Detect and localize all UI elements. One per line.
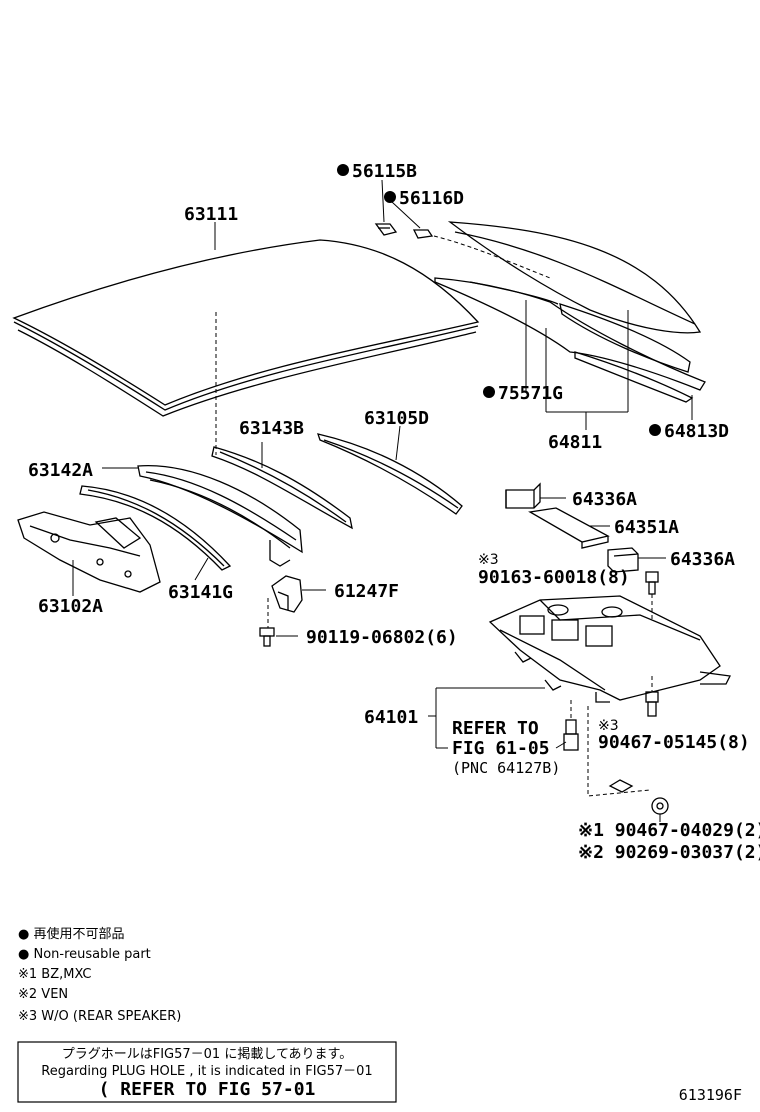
label-mark3-upper: ※3 [478, 552, 499, 568]
notice-line-2: Regarding PLUG HOLE , it is indicated in… [41, 1064, 372, 1079]
label-63142a: 63142A [28, 460, 93, 481]
label-64101: 64101 [364, 707, 418, 728]
label-75571g: 75571G [498, 383, 563, 404]
label-56116d: 56116D [399, 188, 464, 209]
label-64351a: 64351A [614, 517, 679, 538]
label-mark3-lower: ※3 [598, 718, 619, 734]
back-window-64811 [434, 221, 706, 403]
notice-line-3: ( REFER TO FIG 57-01 [99, 1079, 316, 1100]
label-56115b: 56115B [352, 161, 417, 182]
label-refer-to: REFER TO [452, 718, 539, 739]
label-refer-pnc: (PNC 64127B) [452, 759, 560, 777]
label-90163-60018: 90163-60018(8) [478, 567, 630, 588]
label-64813d: 64813D [664, 421, 729, 442]
notice-line-1: プラグホールはFIG57－01 に掲載してあります。 [62, 1046, 353, 1062]
legend-line-5: ※3 W/O (REAR SPEAKER) [18, 1009, 181, 1024]
label-63111: 63111 [184, 204, 238, 225]
nut-90467-05145 [645, 691, 659, 717]
label-63105d: 63105D [364, 408, 429, 429]
label-90119-06802: 90119-06802(6) [306, 627, 458, 648]
front-header-63102a [17, 511, 161, 593]
legend-line-1: ● 再使用不可部品 [18, 926, 124, 942]
legend-line-2: ● Non-reusable part [18, 947, 151, 962]
label-63102a: 63102A [38, 596, 103, 617]
label-64336a-top: 64336A [572, 489, 637, 510]
pad-64351a [528, 507, 610, 549]
label-90269-03037: ※2 90269-03037(2) [578, 842, 760, 863]
legend: ● 再使用不可部品 ● Non-reusable part ※1 BZ,MXC … [18, 926, 181, 1024]
roof-bow-63142a [137, 464, 303, 567]
bolt-90119 [259, 627, 275, 647]
label-90467-05145: 90467-05145(8) [598, 732, 750, 753]
label-refer-fig: FIG 61-05 [452, 738, 550, 759]
legend-line-3: ※1 BZ,MXC [18, 967, 92, 982]
figure-code: 613196F [679, 1086, 742, 1104]
legend-line-4: ※2 VEN [18, 987, 68, 1002]
bolt-90163 [645, 571, 659, 595]
roof-panel-63111 [12, 239, 480, 455]
clips-56115b-56116d [374, 179, 551, 279]
label-64336a-bottom: 64336A [670, 549, 735, 570]
roof-bow-63143b [211, 446, 353, 530]
bracket-61247f [271, 575, 303, 613]
roof-rail-63141g [79, 485, 232, 571]
pad-64336a-top [505, 482, 541, 509]
grommet-90467-04029 [608, 779, 669, 815]
plug-hole-notice: プラグホールはFIG57－01 に掲載してあります。 Regarding PLU… [17, 1041, 397, 1103]
label-63143b: 63143B [239, 418, 304, 439]
roof-bow-63105d [317, 433, 463, 515]
label-90467-04029: ※1 90467-04029(2) [578, 820, 760, 841]
pad-64336a-bottom [607, 547, 639, 573]
package-tray-64101 [488, 595, 731, 703]
label-61247f: 61247F [334, 581, 399, 602]
label-63141g: 63141G [168, 582, 233, 603]
clip-64127b [563, 719, 579, 751]
label-64811: 64811 [548, 432, 602, 453]
